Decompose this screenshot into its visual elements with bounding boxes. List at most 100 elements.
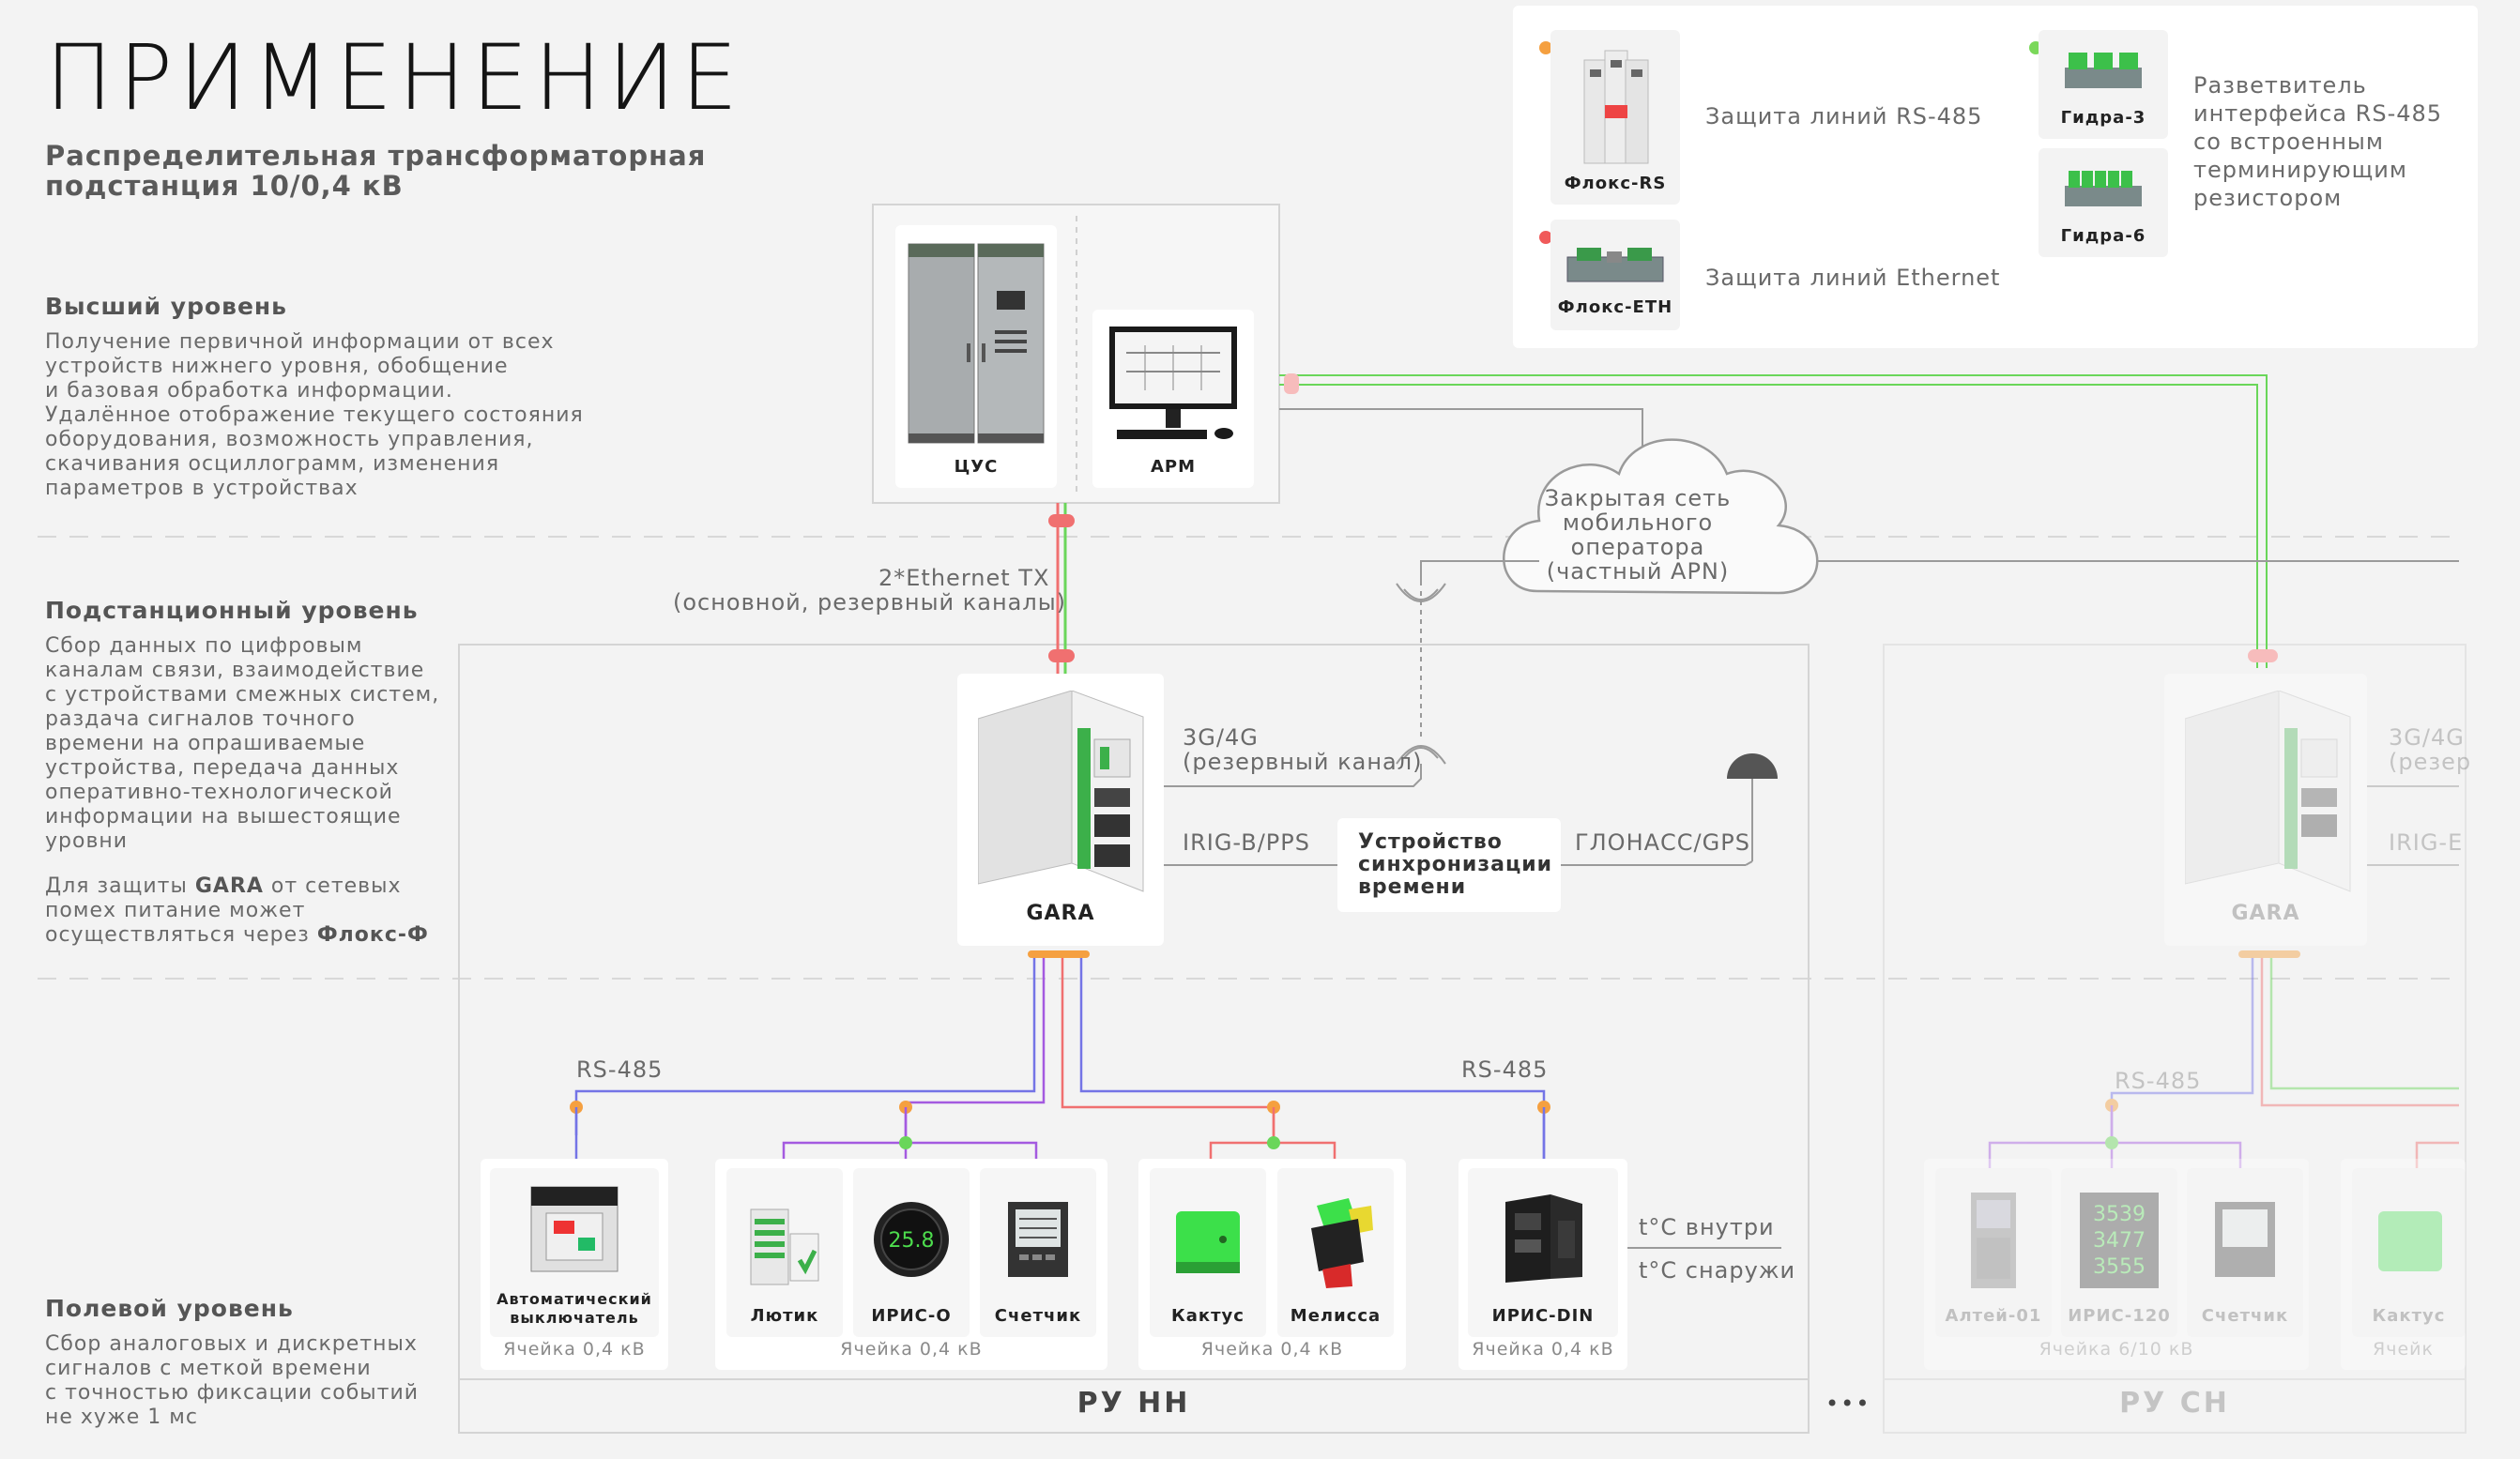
right-kaktus-device: Кактус [2352, 1168, 2466, 1337]
page-title: ПРИМЕНЕНИЕ [45, 25, 744, 130]
gidra3-card: Гидра-3 [2039, 30, 2168, 139]
cell-kaktus-melissa: Кактус Мелисса Ячейка 0,4 кВ [1138, 1159, 1406, 1370]
svg-text:3539: 3539 [2093, 1203, 2146, 1226]
breaker-label: Автоматический выключатель [496, 1290, 652, 1327]
right-gara-label: GARA [2231, 902, 2300, 925]
gps-antenna-icon [1727, 753, 1778, 779]
right-gara-card: GARA [2164, 674, 2367, 946]
cus-card: ЦУС [895, 225, 1057, 488]
meter-device: Счетчик [980, 1168, 1096, 1337]
gidra6-card: Гидра-6 [2039, 148, 2168, 257]
altei-icon [1971, 1193, 2016, 1288]
gara-card: GARA [957, 674, 1164, 946]
cus-cabinet-icon [908, 243, 1045, 444]
antenna-icon-bottom [1396, 745, 1446, 765]
iris120-icon: 3539 3477 3555 [2080, 1193, 2159, 1288]
right-cell-altei: Алтей-01 3539 3477 3555 ИРИС-120 Счетчик… [1924, 1159, 2309, 1370]
right-g34-sub-label: (резер [2389, 749, 2472, 775]
iris120-device: 3539 3477 3555 ИРИС-120 [2061, 1168, 2177, 1337]
flox-eth-marker-1 [1048, 514, 1075, 527]
page-subtitle: Распределительная трансформаторная подст… [45, 140, 707, 202]
melissa-icon [1311, 1198, 1373, 1288]
rs485-right-label: RS-485 [1461, 1056, 1549, 1083]
cell-iris-din-label: Ячейка 0,4 кВ [1472, 1339, 1614, 1360]
flox-rs-marker-gara [1028, 950, 1090, 958]
breaker-device: Автоматический выключатель [490, 1168, 659, 1337]
kaktus-label: Кактус [1171, 1306, 1245, 1326]
station-level-protection-note: Для защиты GARA от сетевых помех питание… [45, 874, 429, 947]
right-kaktus-label: Кактус [2372, 1306, 2446, 1326]
ru-nn-frame [458, 644, 1810, 1434]
flox-eth-marker-2 [1048, 649, 1075, 662]
right-cell-kaktus-label: Ячейк [2373, 1339, 2434, 1360]
right-gara-device-icon [2185, 691, 2351, 892]
iris-din-icon [1505, 1194, 1582, 1283]
cell-iris-din: ИРИС-DIN Ячейка 0,4 кВ [1459, 1159, 1627, 1370]
iris-o-device: 25.8 ИРИС-О [853, 1168, 970, 1337]
flox-rs-icon [1583, 50, 1649, 164]
gidra-desc: Разветвитель интерфейса RS-485 со встрое… [2193, 72, 2443, 211]
arm-label: АРМ [1150, 457, 1197, 477]
glonass-label: ГЛОНАСС/GPS [1575, 829, 1750, 856]
right-irig-label: IRIG-E [2389, 829, 2464, 856]
kaktus-icon [1176, 1211, 1240, 1273]
meter-icon [1008, 1202, 1068, 1277]
right-meter-device: Счетчик [2187, 1168, 2303, 1337]
ru-nn-label: РУ НН [1077, 1387, 1191, 1420]
ru-sn-frame [1883, 644, 2467, 1434]
arm-eth-marker [1284, 373, 1299, 394]
right-cell-altei-label: Ячейка 6/10 кВ [2039, 1339, 2194, 1360]
right-kaktus-icon [2378, 1211, 2442, 1271]
top-level-title: Высший уровень [45, 293, 287, 320]
temp-inside-label: t°C внутри [1639, 1214, 1775, 1240]
cell-breaker-label: Ячейка 0,4 кВ [503, 1339, 646, 1360]
station-level-title: Подстанционный уровень [45, 597, 419, 624]
flox-rs-label: Флокс-RS [1564, 174, 1667, 193]
lutik-device: Лютик [726, 1168, 843, 1337]
iris-o-icon: 25.8 [874, 1202, 949, 1277]
flox-eth-desc: Защита линий Ethernet [1705, 265, 2001, 291]
meter-label: Счетчик [994, 1306, 1082, 1326]
right-cell-kaktus: Кактус Ячейк [2341, 1159, 2466, 1370]
breaker-icon [530, 1186, 619, 1272]
cell-lutik-iris-label: Ячейка 0,4 кВ [840, 1339, 983, 1360]
top-level-text: Получение первичной информации от всех у… [45, 330, 584, 500]
legend-panel: Флокс-RS Защита линий RS-485 Флокс-ETH З… [1513, 6, 2478, 348]
sync-device-label: Устройство синхронизации времени [1358, 830, 1553, 899]
more-dots: ••• [1825, 1391, 1871, 1417]
gara-device-icon [978, 691, 1144, 892]
gidra6-icon [2065, 171, 2142, 206]
gidra6-label: Гидра-6 [2060, 226, 2146, 246]
temp-outside-label: t°C снаружи [1639, 1257, 1796, 1284]
lutik-label: Лютик [750, 1306, 819, 1326]
altei-device: Алтей-01 [1935, 1168, 2052, 1337]
g34-sub-label: (резервный канал) [1183, 749, 1423, 775]
cloud-apn [1503, 438, 1819, 595]
iris120-label: ИРИС-120 [2068, 1306, 2171, 1326]
cell-kaktus-melissa-label: Ячейка 0,4 кВ [1200, 1339, 1344, 1360]
iris-o-label: ИРИС-О [871, 1306, 952, 1326]
arm-monitor-icon [1109, 327, 1237, 439]
rs485-left-label: RS-485 [576, 1056, 664, 1083]
kaktus-device: Кактус [1150, 1168, 1266, 1337]
ru-sn-label: РУ СН [2119, 1387, 2230, 1420]
flox-rs-card: Флокс-RS [1550, 30, 1680, 205]
altei-label: Алтей-01 [1945, 1306, 2042, 1326]
flox-eth-label: Флокс-ETH [1557, 297, 1673, 317]
g34-label: 3G/4G [1183, 724, 1259, 751]
svg-text:3555: 3555 [2093, 1255, 2146, 1279]
field-level-title: Полевой уровень [45, 1295, 294, 1322]
cus-label: ЦУС [954, 457, 999, 477]
arm-card: АРМ [1092, 310, 1254, 488]
flox-eth-icon [1566, 248, 1664, 282]
cloud-label: Закрытая сеть мобильного оператора (част… [1544, 485, 1732, 585]
antenna-icon-top [1396, 583, 1446, 602]
svg-text:3477: 3477 [2093, 1229, 2146, 1253]
station-level-text: Сбор данных по цифровым каналам связи, в… [45, 634, 440, 853]
sync-device-card: Устройство синхронизации времени [1337, 818, 1561, 912]
gidra3-icon [2065, 53, 2142, 88]
svg-text:25.8: 25.8 [889, 1229, 935, 1253]
right-rs485-label: RS-485 [2115, 1068, 2202, 1094]
iris-din-label: ИРИС-DIN [1491, 1306, 1595, 1326]
eth-tx-label: 2*Ethernet TX [878, 565, 1050, 591]
